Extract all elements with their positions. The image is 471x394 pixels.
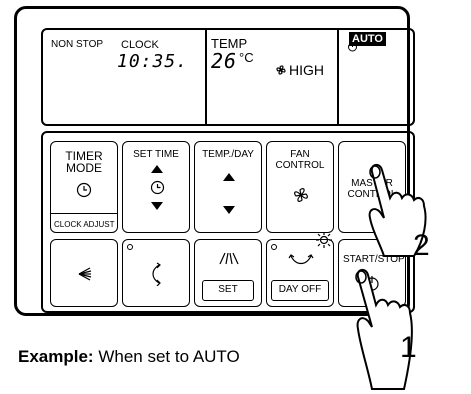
master-control-label: MASTER CONTROL	[347, 178, 397, 200]
button-panel: TIMER MODE CLOCK ADJUST SET TIME TEMP./D…	[41, 131, 415, 313]
clock-adjust-label: CLOCK ADJUST	[54, 220, 115, 229]
temp-label: TEMP	[211, 36, 248, 51]
triangle-down-icon[interactable]	[223, 206, 235, 214]
timer-mode-divider	[51, 213, 117, 214]
clock-label: CLOCK	[121, 39, 159, 51]
callout-number-1: 1	[400, 331, 417, 364]
wide-swing-indicator-dot	[271, 244, 277, 250]
clock-value: 10:35.	[117, 51, 189, 72]
caption-text: When set to AUTO	[93, 347, 240, 366]
set-button[interactable]: SET	[202, 280, 254, 301]
louver-icon	[78, 267, 92, 281]
triangle-up-icon[interactable]	[151, 165, 163, 173]
caption-bold: Example:	[18, 347, 94, 366]
clock-icon	[76, 182, 92, 198]
swing-icon	[152, 262, 161, 286]
hand-pointer-icon	[355, 269, 413, 390]
fan-control-button[interactable]: FAN CONTROL	[266, 141, 334, 233]
temp-day-button[interactable]: TEMP./DAY	[194, 141, 262, 233]
start-stop-label: START/STOP	[343, 254, 405, 265]
set-time-button[interactable]: SET TIME	[122, 141, 190, 233]
remote-controller: NON STOP CLOCK 10:35. TEMP 26 °C HIGH AU…	[14, 6, 415, 316]
hand-pointer-icon	[368, 164, 427, 257]
timer-mode-button[interactable]: TIMER MODE CLOCK ADJUST	[50, 141, 118, 233]
example-caption: Example: When set to AUTO	[18, 347, 240, 367]
fan-icon	[294, 188, 308, 202]
airflow-set-button[interactable]: SET	[194, 239, 262, 307]
temp-unit: °C	[239, 50, 254, 65]
non-stop-indicator: NON STOP	[51, 39, 104, 50]
fan-control-label: FAN CONTROL	[275, 149, 325, 171]
swing-button[interactable]	[122, 239, 190, 307]
lcd-divider	[337, 30, 339, 124]
temp-day-label: TEMP./DAY	[202, 149, 254, 160]
lcd-display: NON STOP CLOCK 10:35. TEMP 26 °C HIGH	[41, 28, 415, 126]
callout-number-2: 2	[413, 229, 430, 262]
lcd-divider	[205, 30, 207, 124]
airflow-icon	[219, 252, 239, 265]
triangle-down-icon[interactable]	[151, 202, 163, 210]
sun-icon	[316, 232, 332, 248]
fan-icon	[276, 65, 286, 75]
timer-mode-label: TIMER MODE	[65, 149, 103, 175]
wide-swing-dayoff-button[interactable]: DAY OFF	[266, 239, 334, 307]
fan-speed-value: HIGH	[289, 62, 324, 78]
temp-value: 26	[211, 49, 238, 73]
triangle-up-icon[interactable]	[223, 173, 235, 181]
wide-swing-icon	[288, 254, 314, 265]
set-time-label: SET TIME	[133, 149, 179, 160]
louver-button[interactable]	[50, 239, 118, 307]
clock-icon	[150, 180, 165, 195]
swing-indicator-dot	[127, 244, 133, 250]
day-off-button[interactable]: DAY OFF	[271, 280, 329, 301]
auto-mode-indicator: AUTO	[349, 32, 386, 47]
